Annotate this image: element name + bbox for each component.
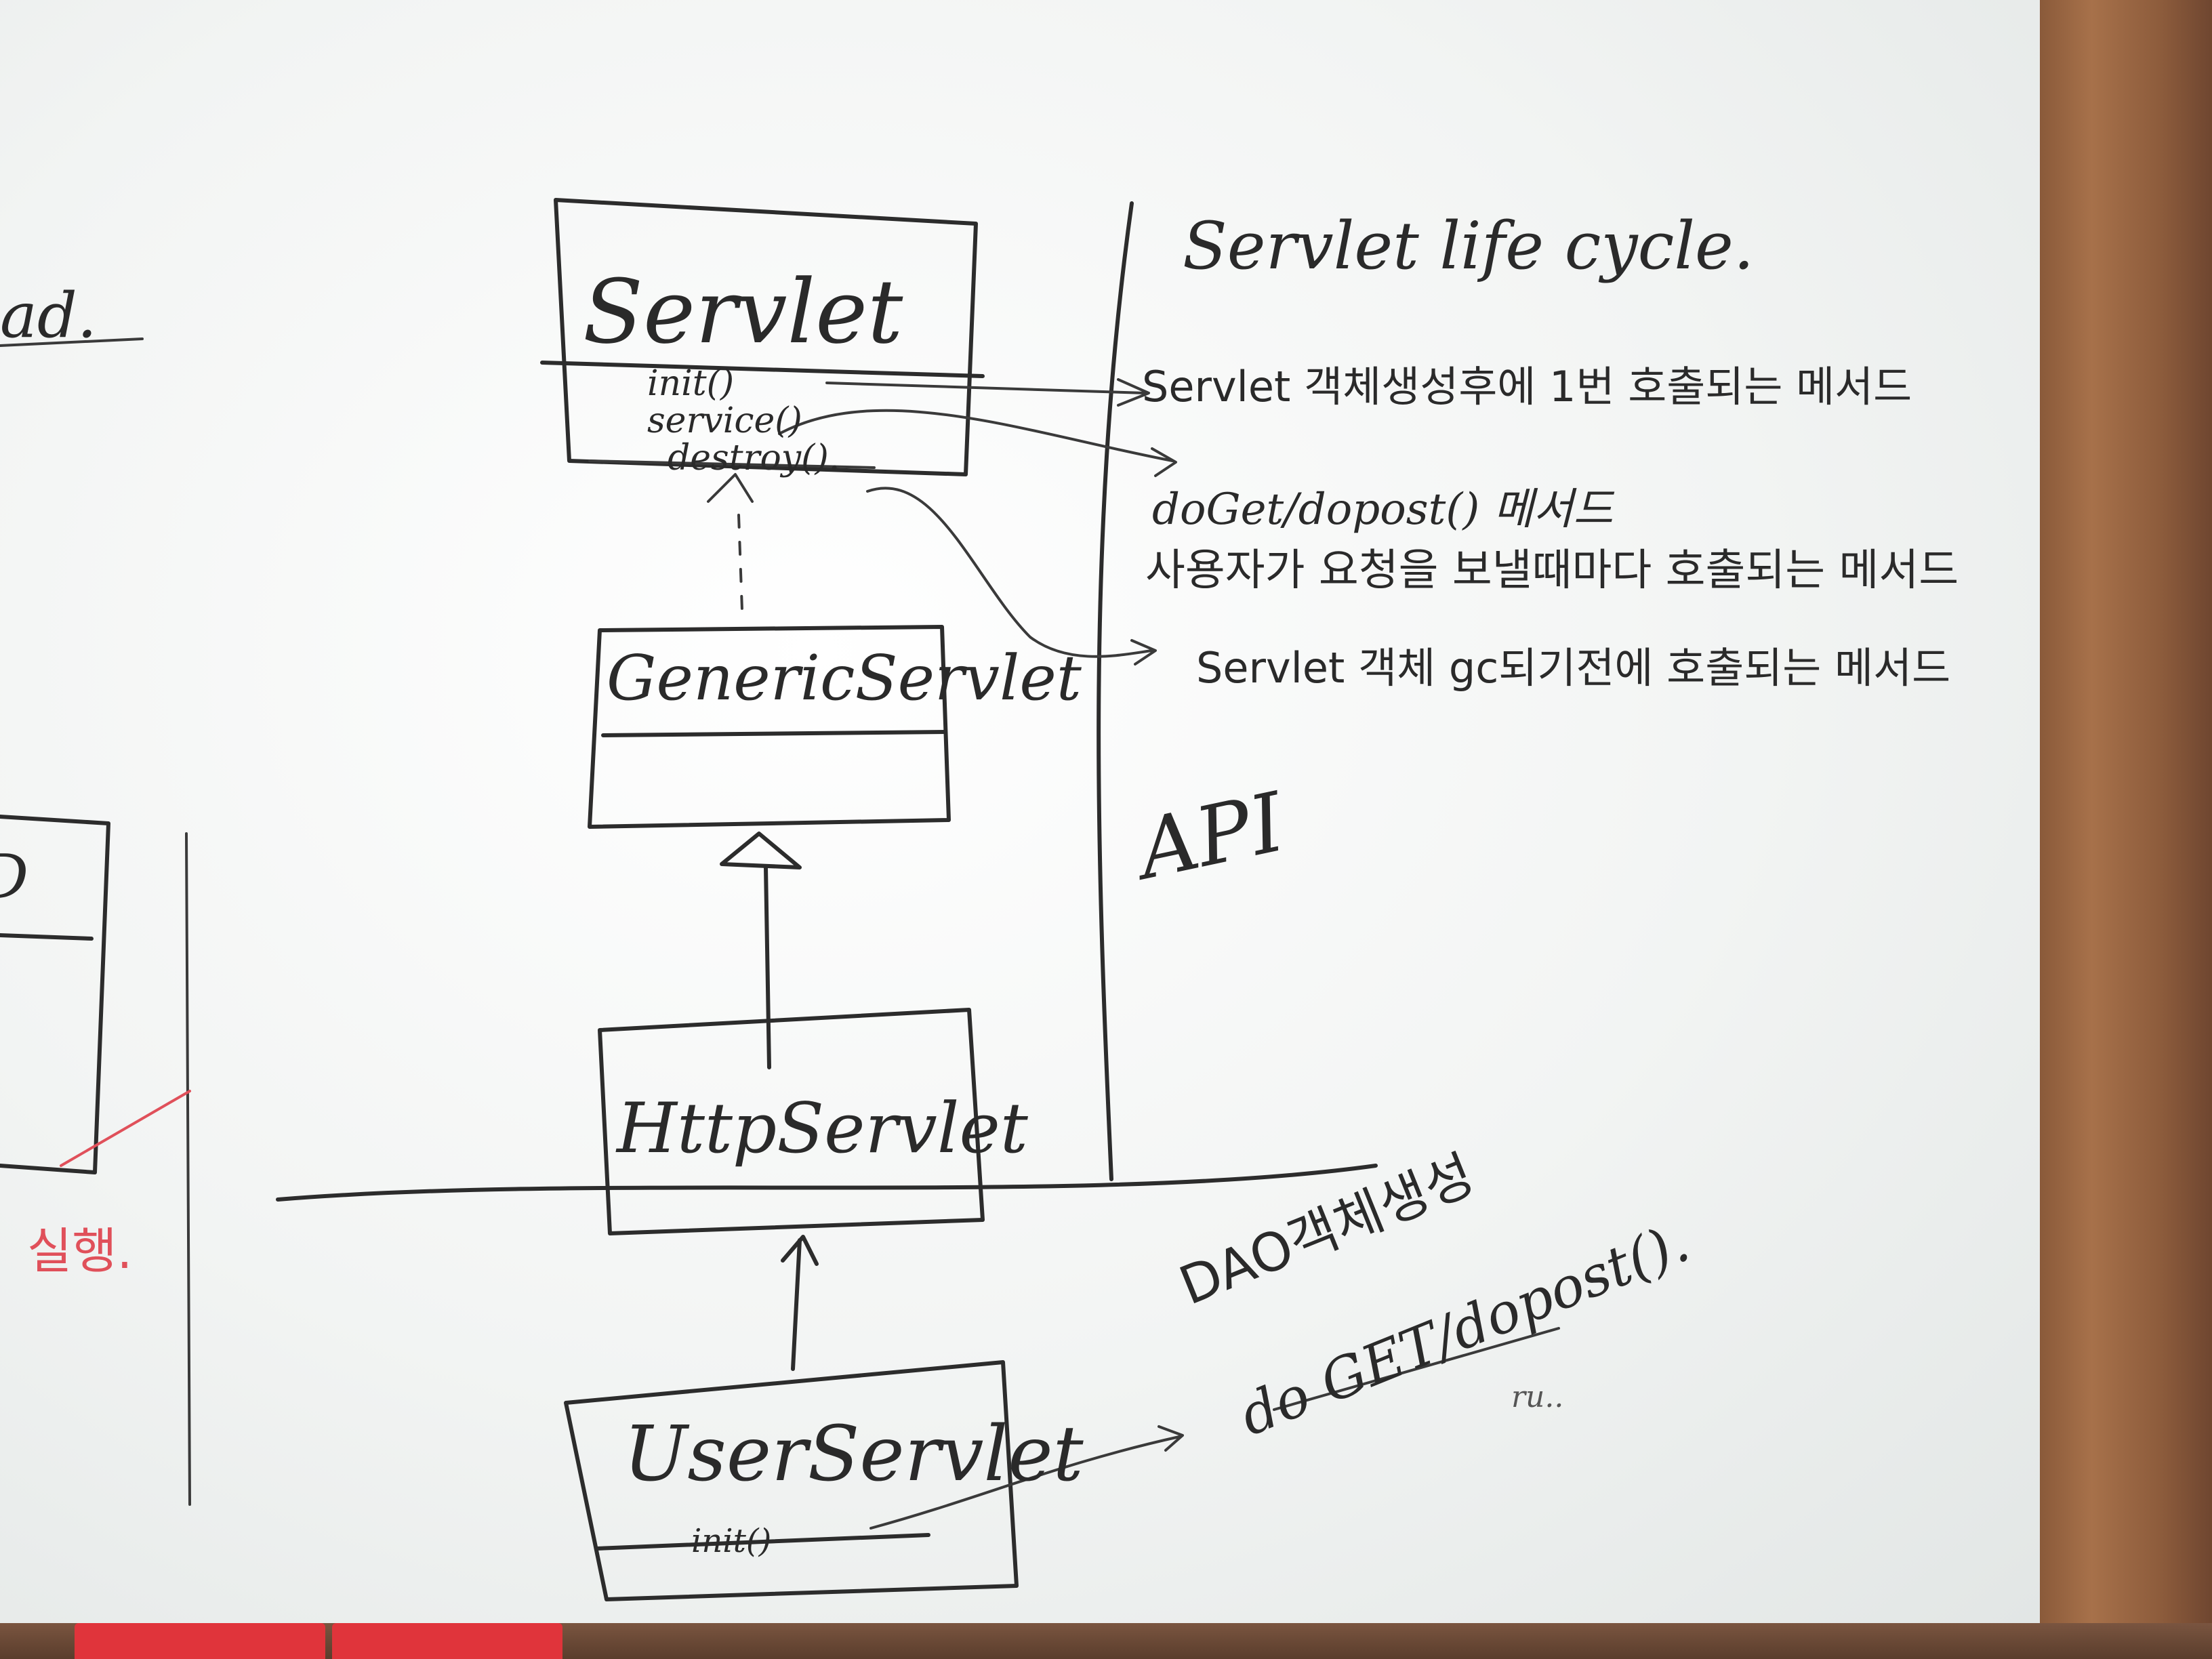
servlet-method-init: init(): [647, 363, 735, 404]
init-note: Servlet 객체생성후에 1번 호출되는 메서드: [1142, 362, 1912, 411]
red-marker-box-right: [332, 1623, 562, 1659]
servlet-box-divider: [540, 361, 985, 378]
user-servlet-box-title: UserServlet: [623, 1410, 1084, 1498]
vertical-separator-line: [1097, 201, 1134, 1181]
generic-servlet-box-title: GenericServlet: [607, 642, 1082, 714]
user-servlet-box-outline: [564, 1360, 1019, 1601]
servlet-box-title: Servlet: [583, 260, 903, 363]
user-servlet-divider: [594, 1533, 930, 1551]
servlet-dotted-line: [737, 514, 743, 611]
strikethrough-line: [1273, 1327, 1560, 1411]
servlet-method-service: service(): [647, 401, 802, 441]
http-arrow-head: [781, 1235, 819, 1266]
left-box-outline: [0, 815, 110, 1174]
whiteboard-frame-right: [2040, 0, 2212, 1659]
servlet-box-outline: [554, 198, 978, 476]
servlet-inheritance-arrow: [707, 473, 754, 503]
generic-arrow-head: [720, 832, 802, 869]
generic-arrow-shaft: [764, 865, 771, 1069]
http-servlet-box-title: HttpServlet: [617, 1088, 1028, 1169]
left-vertical-line: [185, 832, 191, 1506]
servlet-box-bottom-line: [588, 459, 876, 469]
service-arrow: [778, 409, 1177, 477]
stray-text: ru..: [1511, 1380, 1564, 1414]
whiteboard: Servlet init() service() destroy(). Gene…: [0, 0, 2040, 1626]
left-box-text: D: [0, 847, 28, 908]
user-servlet-method-init: init(): [691, 1522, 772, 1560]
http-arrow-shaft: [791, 1238, 802, 1371]
servlet-method-destroy: destroy().: [668, 438, 840, 478]
destroy-arrow: [866, 487, 1157, 665]
dao-arrow: [869, 1425, 1184, 1530]
whiteboard-drawing: [0, 198, 1560, 1601]
generic-servlet-box-outline: [588, 625, 951, 829]
service-method-note: doGet/dopost() 메서드: [1152, 485, 1614, 535]
generic-servlet-divider: [601, 730, 947, 737]
left-red-text: 실행.: [27, 1223, 133, 1279]
red-marker-box-left: [75, 1623, 325, 1659]
service-note: 사용자가 요청을 보낼때마다 호출되는 메서드: [1145, 546, 1959, 596]
destroy-note: Servlet 객체 gc되기전에 호출되는 메서드: [1196, 643, 1951, 693]
left-top-text: ad.: [0, 279, 97, 352]
left-box-divider: [0, 933, 94, 941]
api-boundary-line: [276, 1164, 1378, 1202]
http-servlet-box-outline: [598, 1008, 985, 1235]
life-cycle-title: Servlet life cycle.: [1183, 208, 1755, 284]
left-underline: [0, 337, 144, 347]
init-arrow: [825, 378, 1150, 407]
red-diagonal-line: [60, 1090, 191, 1167]
